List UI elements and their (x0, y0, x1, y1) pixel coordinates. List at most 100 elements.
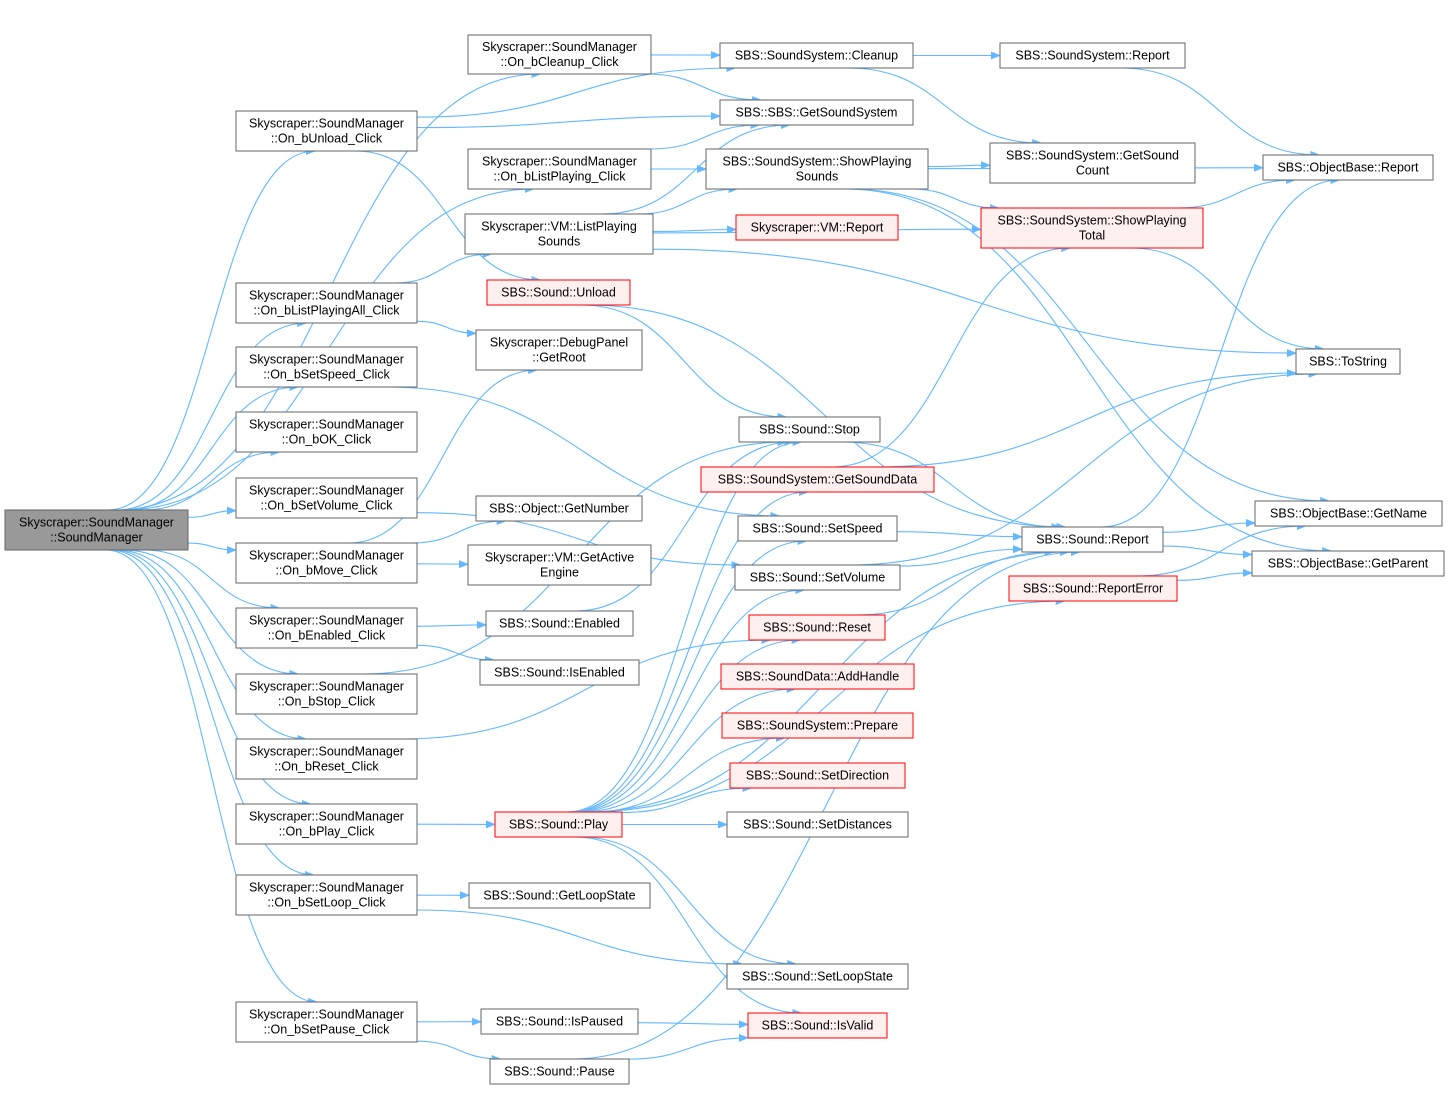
node-box[interactable] (235, 803, 418, 845)
node-box[interactable] (719, 99, 914, 126)
node-box[interactable] (1021, 526, 1164, 553)
node-vmReport[interactable]: Skyscraper::VM::Report (735, 214, 899, 241)
node-setSpeedClick[interactable]: Skyscraper::SoundManager::On_bSetSpeed_C… (235, 346, 418, 388)
node-box[interactable] (235, 477, 418, 519)
node-box[interactable] (726, 811, 909, 838)
node-soundEnabled[interactable]: SBS::Sound::Enabled (485, 610, 634, 637)
node-box[interactable] (235, 673, 418, 715)
node-soundStop[interactable]: SBS::Sound::Stop (738, 416, 881, 443)
node-box[interactable] (747, 1012, 888, 1039)
node-box[interactable] (999, 42, 1186, 69)
node-enabledClick[interactable]: Skyscraper::SoundManager::On_bEnabled_Cl… (235, 607, 418, 649)
node-box[interactable] (735, 214, 899, 241)
node-root[interactable]: Skyscraper::SoundManager::SoundManager (4, 509, 189, 551)
node-box[interactable] (729, 762, 906, 789)
node-sdAddHandle[interactable]: SBS::SoundData::AddHandle (720, 663, 915, 690)
node-box[interactable] (235, 738, 418, 780)
node-okClick[interactable]: Skyscraper::SoundManager::On_bOK_Click (235, 411, 418, 453)
node-box[interactable] (1251, 550, 1445, 577)
node-soundSetDirection[interactable]: SBS::Sound::SetDirection (729, 762, 906, 789)
node-obGetParent[interactable]: SBS::ObjectBase::GetParent (1251, 550, 1445, 577)
node-box[interactable] (235, 110, 418, 152)
node-soundSetVolume[interactable]: SBS::Sound::SetVolume (734, 564, 901, 591)
node-soundReportError[interactable]: SBS::Sound::ReportError (1008, 575, 1178, 602)
node-box[interactable] (235, 874, 418, 916)
node-box[interactable] (1262, 154, 1434, 181)
node-debugGetRoot[interactable]: Skyscraper::DebugPanel::GetRoot (475, 329, 643, 371)
node-box[interactable] (1254, 500, 1443, 527)
node-listPlayingAllClick[interactable]: Skyscraper::SoundManager::On_bListPlayin… (235, 282, 418, 324)
node-box[interactable] (235, 542, 418, 584)
node-soundReport[interactable]: SBS::Sound::Report (1021, 526, 1164, 553)
node-box[interactable] (726, 963, 909, 990)
node-box[interactable] (737, 515, 898, 542)
node-box[interactable] (748, 614, 886, 641)
node-box[interactable] (4, 509, 189, 551)
node-soundUnload[interactable]: SBS::Sound::Unload (486, 279, 631, 306)
node-ssGetSoundData[interactable]: SBS::SoundSystem::GetSoundData (700, 466, 935, 493)
node-ssCleanup[interactable]: SBS::SoundSystem::Cleanup (719, 42, 914, 69)
node-moveClick[interactable]: Skyscraper::SoundManager::On_bMove_Click (235, 542, 418, 584)
node-box[interactable] (475, 495, 643, 522)
node-box[interactable] (467, 34, 652, 75)
node-soundIsValid[interactable]: SBS::Sound::IsValid (747, 1012, 888, 1039)
node-soundIsPaused[interactable]: SBS::Sound::IsPaused (480, 1008, 639, 1035)
node-box[interactable] (486, 279, 631, 306)
node-box[interactable] (719, 42, 914, 69)
node-playClick[interactable]: Skyscraper::SoundManager::On_bPlay_Click (235, 803, 418, 845)
node-box[interactable] (989, 142, 1196, 184)
node-soundSetSpeed[interactable]: SBS::Sound::SetSpeed (737, 515, 898, 542)
node-unloadClick[interactable]: Skyscraper::SoundManager::On_bUnload_Cli… (235, 110, 418, 152)
node-toString[interactable]: SBS::ToString (1295, 348, 1401, 375)
node-soundSetDistances[interactable]: SBS::Sound::SetDistances (726, 811, 909, 838)
node-setLoopClick[interactable]: Skyscraper::SoundManager::On_bSetLoop_Cl… (235, 874, 418, 916)
node-box[interactable] (235, 346, 418, 388)
node-box[interactable] (980, 207, 1204, 249)
node-soundGetLoopState[interactable]: SBS::Sound::GetLoopState (468, 882, 651, 909)
node-box[interactable] (480, 1008, 639, 1035)
node-box[interactable] (720, 663, 915, 690)
node-box[interactable] (467, 544, 652, 586)
node-box[interactable] (467, 148, 652, 190)
node-box[interactable] (235, 282, 418, 324)
node-obReport[interactable]: SBS::ObjectBase::Report (1262, 154, 1434, 181)
node-box[interactable] (485, 610, 634, 637)
node-stopClick[interactable]: Skyscraper::SoundManager::On_bStop_Click (235, 673, 418, 715)
node-box[interactable] (700, 466, 935, 493)
node-sbsGetSoundSystem[interactable]: SBS::SBS::GetSoundSystem (719, 99, 914, 126)
node-cleanupClick[interactable]: Skyscraper::SoundManager::On_bCleanup_Cl… (467, 34, 652, 75)
node-setVolumeClick[interactable]: Skyscraper::SoundManager::On_bSetVolume_… (235, 477, 418, 519)
node-box[interactable] (235, 1001, 418, 1043)
node-box[interactable] (489, 1058, 630, 1085)
node-box[interactable] (721, 712, 914, 739)
node-box[interactable] (235, 607, 418, 649)
node-soundReset[interactable]: SBS::Sound::Reset (748, 614, 886, 641)
node-box[interactable] (705, 148, 929, 190)
node-listPlayingClick[interactable]: Skyscraper::SoundManager::On_bListPlayin… (467, 148, 652, 190)
node-obGetName[interactable]: SBS::ObjectBase::GetName (1254, 500, 1443, 527)
node-box[interactable] (475, 329, 643, 371)
node-resetClick[interactable]: Skyscraper::SoundManager::On_bReset_Clic… (235, 738, 418, 780)
node-box[interactable] (235, 411, 418, 453)
node-box[interactable] (494, 811, 623, 838)
node-soundPlay[interactable]: SBS::Sound::Play (494, 811, 623, 838)
node-box[interactable] (464, 213, 654, 255)
node-soundSetLoopState[interactable]: SBS::Sound::SetLoopState (726, 963, 909, 990)
node-box[interactable] (468, 882, 651, 909)
node-box[interactable] (1008, 575, 1178, 602)
node-soundIsEnabled[interactable]: SBS::Sound::IsEnabled (479, 659, 640, 686)
node-ssPrepare[interactable]: SBS::SoundSystem::Prepare (721, 712, 914, 739)
node-ssReport[interactable]: SBS::SoundSystem::Report (999, 42, 1186, 69)
node-box[interactable] (1295, 348, 1401, 375)
node-box[interactable] (734, 564, 901, 591)
node-box[interactable] (738, 416, 881, 443)
node-setPauseClick[interactable]: Skyscraper::SoundManager::On_bSetPause_C… (235, 1001, 418, 1043)
node-soundPause[interactable]: SBS::Sound::Pause (489, 1058, 630, 1085)
node-box[interactable] (479, 659, 640, 686)
node-objGetNumber[interactable]: SBS::Object::GetNumber (475, 495, 643, 522)
